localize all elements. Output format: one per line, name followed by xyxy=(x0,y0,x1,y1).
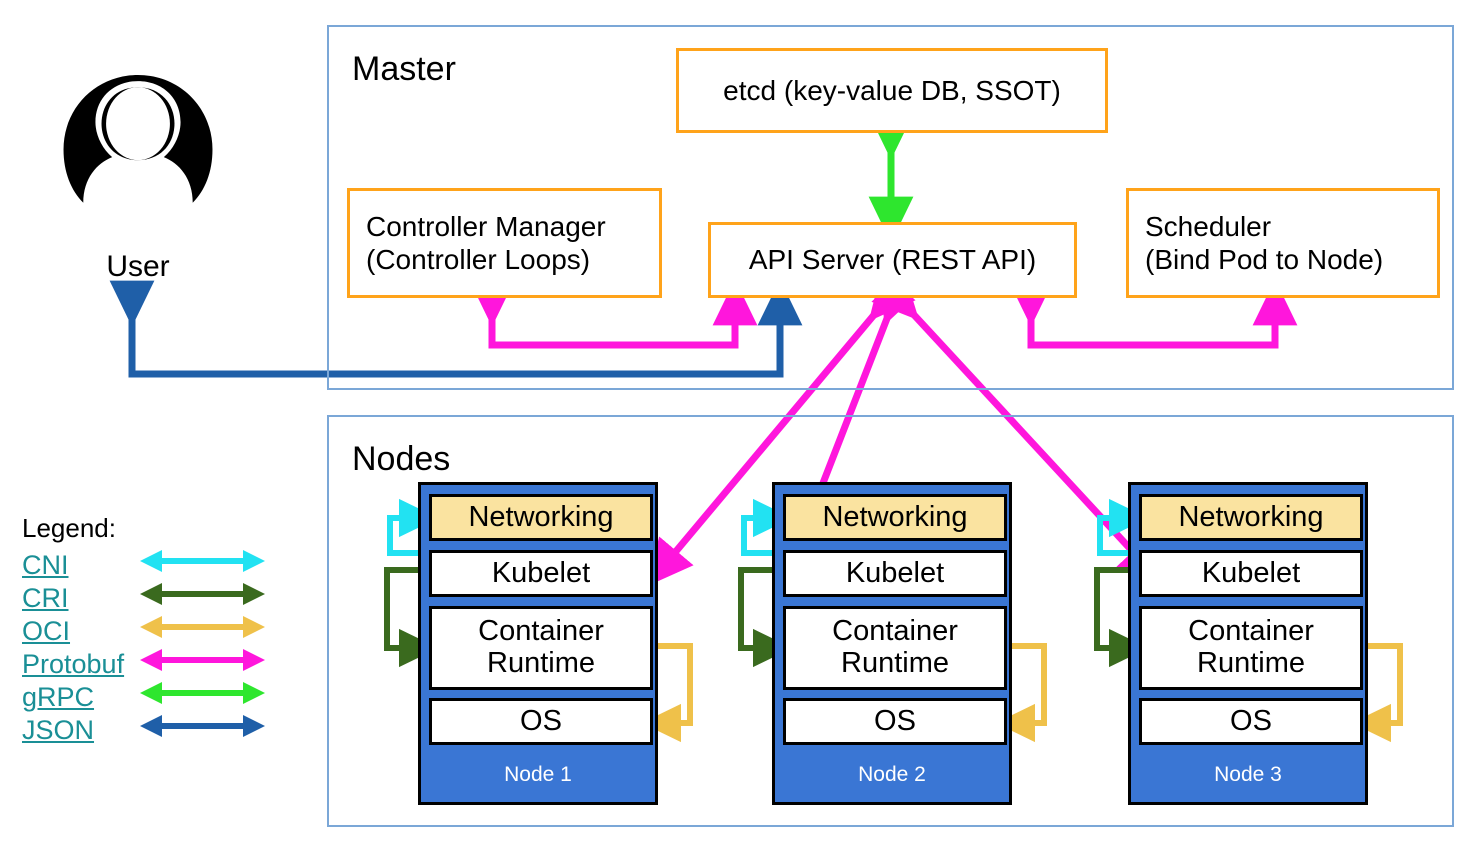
api-server-box[interactable]: API Server (REST API) xyxy=(708,222,1077,298)
legend-item-grpc[interactable]: gRPC xyxy=(22,682,95,712)
legend-arrow-cri-icon xyxy=(140,583,265,605)
node-3-os-layer[interactable]: OS xyxy=(1139,698,1363,745)
legend-arrow-json-icon xyxy=(140,715,265,737)
legend-arrow-oci-icon xyxy=(140,616,265,638)
legend-title: Legend: xyxy=(22,513,116,543)
node-2-container-runtime-layer[interactable]: Container Runtime xyxy=(783,606,1007,690)
legend-item-json[interactable]: JSON xyxy=(22,715,95,745)
node-1-kubelet-layer[interactable]: Kubelet xyxy=(429,550,653,597)
legend-arrow-protobuf-icon xyxy=(140,649,265,671)
node-3-kubelet-layer[interactable]: Kubelet xyxy=(1139,550,1363,597)
legend-arrow-grpc-icon xyxy=(140,682,265,704)
legend-item-oci[interactable]: OCI xyxy=(22,616,71,646)
user-avatar-icon xyxy=(63,75,213,203)
nodes-group xyxy=(327,415,1454,827)
scheduler-box[interactable]: Scheduler (Bind Pod to Node) xyxy=(1126,188,1440,298)
node-1-os-layer[interactable]: OS xyxy=(429,698,653,745)
node-1-networking-layer[interactable]: Networking xyxy=(429,494,653,541)
user-label: User xyxy=(106,250,170,283)
master-group xyxy=(327,25,1454,390)
node-3[interactable]: Networking Kubelet Container Runtime OS … xyxy=(1128,482,1368,805)
node-2[interactable]: Networking Kubelet Container Runtime OS … xyxy=(772,482,1012,805)
node-3-container-runtime-layer[interactable]: Container Runtime xyxy=(1139,606,1363,690)
node-2-kubelet-layer[interactable]: Kubelet xyxy=(783,550,1007,597)
node-2-label: Node 2 xyxy=(858,763,926,786)
nodes-group-title: Nodes xyxy=(352,440,451,478)
node-1-label: Node 1 xyxy=(504,763,572,786)
legend-item-cni[interactable]: CNI xyxy=(22,550,69,580)
legend-item-cri[interactable]: CRI xyxy=(22,583,69,613)
etcd-box[interactable]: etcd (key-value DB, SSOT) xyxy=(676,48,1108,133)
node-3-label: Node 3 xyxy=(1214,763,1282,786)
node-2-os-layer[interactable]: OS xyxy=(783,698,1007,745)
node-1[interactable]: Networking Kubelet Container Runtime OS … xyxy=(418,482,658,805)
legend-arrow-cni-icon xyxy=(140,550,265,572)
controller-manager-box[interactable]: Controller Manager (Controller Loops) xyxy=(347,188,662,298)
node-3-networking-layer[interactable]: Networking xyxy=(1139,494,1363,541)
node-2-networking-layer[interactable]: Networking xyxy=(783,494,1007,541)
legend-item-protobuf[interactable]: Protobuf xyxy=(22,649,125,679)
master-group-title: Master xyxy=(352,50,456,88)
node-1-container-runtime-layer[interactable]: Container Runtime xyxy=(429,606,653,690)
